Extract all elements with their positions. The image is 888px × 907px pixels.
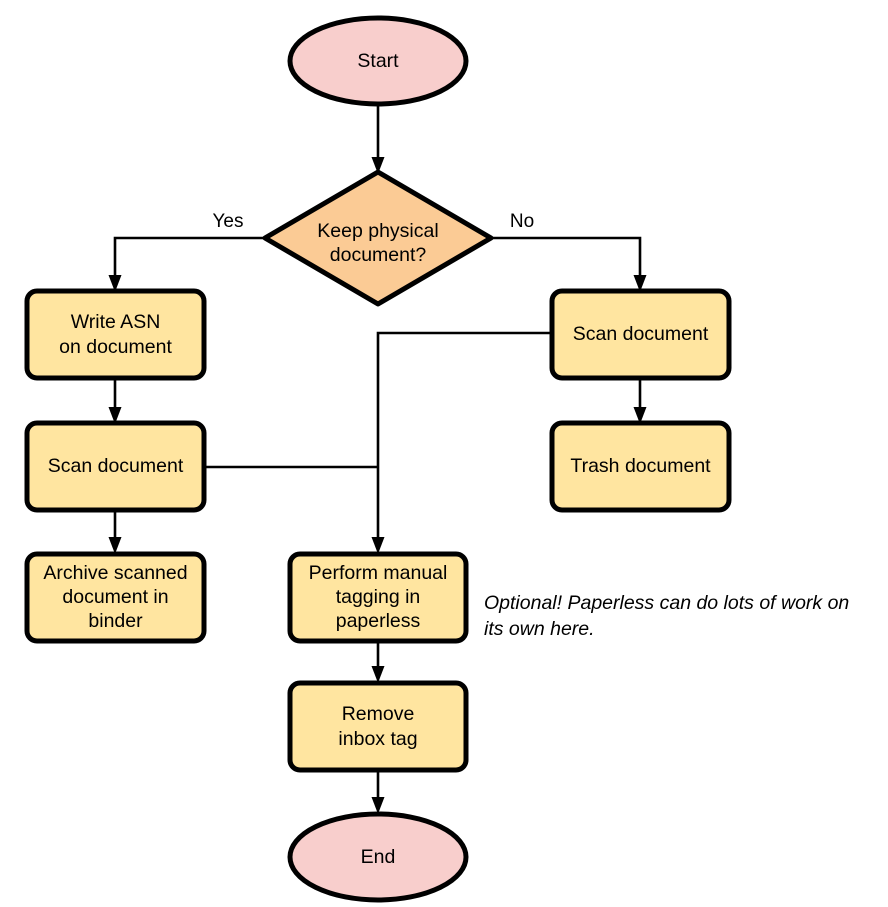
manual-tagging-label-line2: tagging in	[336, 586, 421, 608]
optional-note-line2: its own here.	[484, 618, 595, 640]
trash-document-label: Trash document	[570, 455, 711, 477]
archive-label-line2: document in	[62, 586, 168, 608]
decision-label-line1: Keep physical	[317, 220, 438, 242]
arrowhead-icon	[371, 537, 385, 554]
node-start[interactable]: Start	[287, 15, 469, 107]
write-asn-label-line2: on document	[59, 336, 172, 358]
edge-scan-right-to-trash	[633, 378, 647, 424]
node-scan-document-left[interactable]: Scan document	[24, 420, 207, 513]
optional-note-line1: Optional! Paperless can do lots of work …	[484, 592, 849, 614]
arrowhead-icon	[633, 407, 647, 424]
edge-label-no: No	[510, 211, 534, 232]
edge-start-to-decision	[371, 104, 385, 174]
arrowhead-icon	[371, 666, 385, 683]
end-ellipse	[287, 811, 469, 903]
arrowhead-icon	[633, 275, 647, 292]
archive-box	[24, 551, 207, 644]
node-perform-manual-tagging[interactable]: Perform manual tagging in paperless	[287, 551, 469, 644]
start-label: Start	[357, 50, 399, 72]
write-asn-box	[24, 288, 207, 381]
arrowhead-icon	[371, 157, 385, 174]
archive-label-line1: Archive scanned	[43, 562, 187, 584]
edge-manual-tagging-to-remove-inbox	[371, 641, 385, 683]
write-asn-label-line1: Write ASN	[71, 311, 161, 333]
node-decision-keep-physical-document[interactable]: Keep physical document?	[262, 169, 494, 307]
scan-document-right-box	[549, 288, 732, 381]
decision-diamond	[262, 169, 494, 307]
start-ellipse	[287, 15, 469, 107]
edge-scan-left-to-archive	[108, 510, 122, 554]
remove-inbox-label-line1: Remove	[342, 703, 415, 725]
manual-tagging-label-line3: paperless	[336, 610, 421, 632]
decision-label-line2: document?	[330, 244, 427, 266]
trash-document-box	[549, 420, 732, 513]
edge-label-yes: Yes	[213, 211, 244, 232]
edge-decision-yes-to-write-asn	[108, 236, 265, 292]
node-end[interactable]: End	[287, 811, 469, 903]
node-archive-scanned-document[interactable]: Archive scanned document in binder	[24, 551, 207, 644]
arrowhead-icon	[371, 797, 385, 814]
annotation-optional-note: Optional! Paperless can do lots of work …	[484, 592, 849, 640]
manual-tagging-box	[287, 551, 469, 644]
arrowhead-icon	[108, 537, 122, 554]
node-trash-document[interactable]: Trash document	[549, 420, 732, 513]
archive-label-line3: binder	[88, 610, 143, 632]
manual-tagging-label-line1: Perform manual	[309, 562, 448, 584]
arrowhead-icon	[108, 275, 122, 292]
scan-document-left-box	[24, 420, 207, 513]
edge-remove-inbox-to-end	[371, 770, 385, 814]
scan-document-right-label: Scan document	[573, 323, 709, 345]
scan-document-left-label: Scan document	[48, 455, 184, 477]
node-scan-document-right[interactable]: Scan document	[549, 288, 732, 381]
end-label: End	[361, 846, 396, 868]
edge-write-asn-to-scan-left	[108, 378, 122, 424]
remove-inbox-label-line2: inbox tag	[338, 728, 417, 750]
remove-inbox-tag-box	[287, 680, 469, 773]
node-write-asn-on-document[interactable]: Write ASN on document	[24, 288, 207, 381]
edge-decision-no-to-scan-right	[491, 236, 647, 292]
arrowhead-icon	[108, 407, 122, 424]
node-remove-inbox-tag[interactable]: Remove inbox tag	[287, 680, 469, 773]
edge-scan-right-to-manual-tagging	[371, 331, 552, 554]
